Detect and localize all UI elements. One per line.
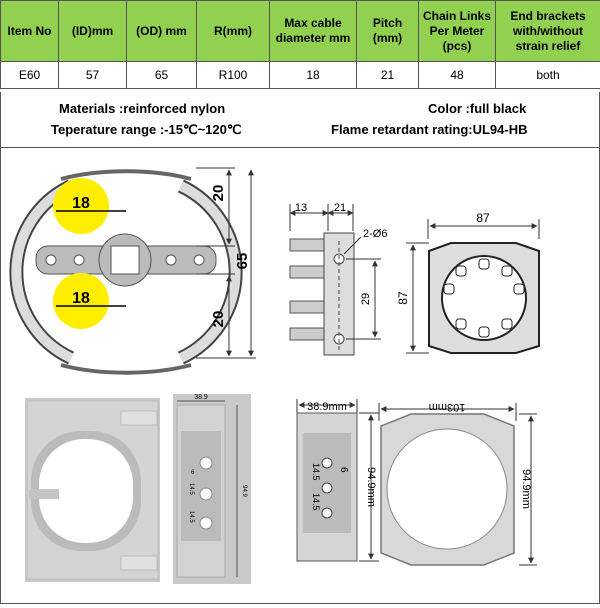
header-item-no: Item No <box>1 1 59 62</box>
drawings-svg: 18 18 20 20 65 <box>1 148 599 603</box>
cell-item-no: E60 <box>1 62 59 89</box>
temperature-text: Teperature range :-15℃~120℃ <box>51 122 241 138</box>
svg-text:14.5: 14.5 <box>188 483 194 495</box>
dim-lower-label: 20 <box>210 311 227 328</box>
cable-label-lower: 18 <box>72 290 90 307</box>
materials-text: Materials :reinforced nylon <box>59 101 225 116</box>
end-view-drawing: 87 87 <box>396 211 539 353</box>
top-arc <box>61 171 191 179</box>
side-view-dimensioned: 38.9mm 6 14.5 14.5 94.9mm <box>297 399 379 561</box>
cell-od: 65 <box>127 62 197 89</box>
end-height-mm-label: 94.9mm <box>520 469 532 509</box>
spec-data-row: E60 57 65 R100 18 21 48 both <box>1 62 600 89</box>
svg-text:14.5: 14.5 <box>311 463 321 481</box>
side-height-label: 94.9mm <box>365 467 377 507</box>
end-width-label: 87 <box>476 211 490 225</box>
holes-label: 2-Ø6 <box>363 228 387 240</box>
cross-section-photo <box>25 398 160 582</box>
dim-width-b-label: 21 <box>334 202 346 214</box>
header-end-brackets: End brackets with/without strain relief <box>496 1 600 62</box>
cross-section-drawing: 18 18 20 20 65 <box>16 168 256 373</box>
end-view-dimensioned: 103mm 94.9mm <box>379 401 537 565</box>
bottom-arc <box>61 365 191 373</box>
svg-text:14.5: 14.5 <box>311 493 321 511</box>
side-view-drawing: 13 21 2-Ø6 29 <box>290 202 387 355</box>
dim-upper-label: 20 <box>210 185 227 202</box>
header-id: (ID)mm <box>59 1 127 62</box>
header-links-per-meter: Chain Links Per Meter (pcs) <box>419 1 496 62</box>
cell-links-per-meter: 48 <box>419 62 496 89</box>
dim-width-a-label: 13 <box>295 202 307 214</box>
cell-end-brackets: both <box>496 62 600 89</box>
header-od: (OD) mm <box>127 1 197 62</box>
cell-pitch: 21 <box>357 62 419 89</box>
dim-spacing-label: 29 <box>360 293 372 305</box>
cell-max-cable: 18 <box>270 62 357 89</box>
material-properties: Materials :reinforced nylon Teperature r… <box>0 92 600 148</box>
technical-drawings: 18 18 20 20 65 <box>0 147 600 604</box>
header-pitch: Pitch (mm) <box>357 1 419 62</box>
header-radius: R(mm) <box>197 1 270 62</box>
header-max-cable: Max cable diameter mm <box>270 1 357 62</box>
cell-id: 57 <box>59 62 127 89</box>
side-view-photo: 38.9 6 14.5 14.5 94.9 <box>173 394 251 584</box>
photo-width-label: 38.9 <box>194 394 208 401</box>
color-text: Color :full black <box>428 101 526 116</box>
cell-radius: R100 <box>197 62 270 89</box>
spec-header-row: Item No (ID)mm (OD) mm R(mm) Max cable d… <box>1 1 600 62</box>
side-width-label: 38.9mm <box>307 401 347 413</box>
flame-rating-text: Flame retardant rating:UL94-HB <box>331 122 527 137</box>
end-width-mm-label: 103mm <box>429 401 466 413</box>
cable-label-upper: 18 <box>72 195 90 212</box>
svg-text:6: 6 <box>338 467 349 473</box>
svg-text:14.5: 14.5 <box>188 511 194 523</box>
spec-table: Item No (ID)mm (OD) mm R(mm) Max cable d… <box>0 0 600 89</box>
dim-height-label: 65 <box>234 253 251 270</box>
end-height-label: 87 <box>396 291 410 305</box>
photo-height-label: 94.9 <box>241 485 247 497</box>
